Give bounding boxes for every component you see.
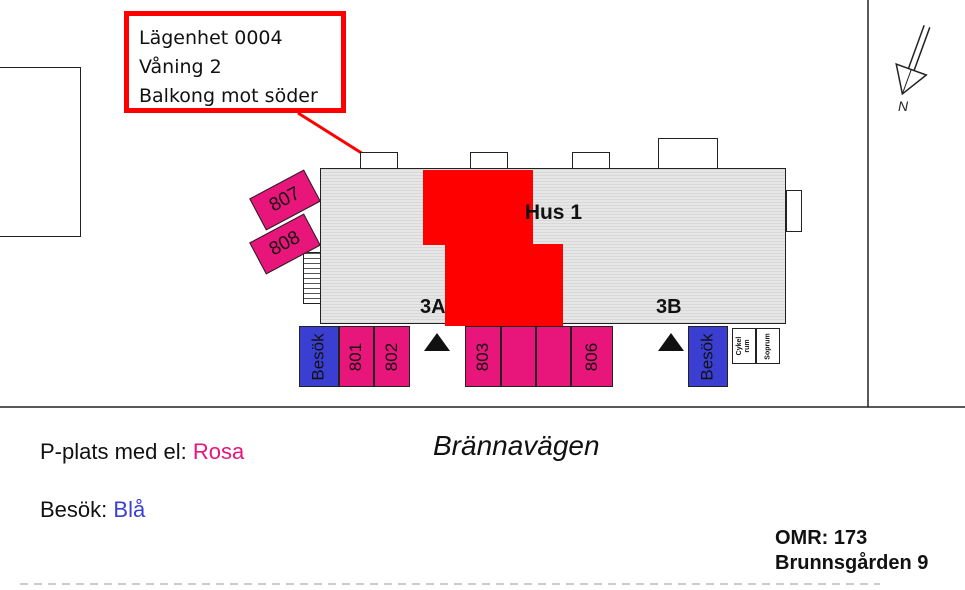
- parking-spot-803[interactable]: 803: [465, 326, 501, 387]
- property-name: Brunnsgården 9: [775, 552, 929, 574]
- neighbor-building: [0, 67, 81, 237]
- parking-spot-801[interactable]: 801: [339, 326, 374, 387]
- roof-structure: [658, 138, 718, 171]
- building-label: Hus 1: [524, 201, 582, 224]
- area-number: OMR: 173: [775, 527, 868, 549]
- north-label: N: [898, 98, 909, 114]
- entrance-marker-3a: [424, 333, 450, 351]
- parking-spot-806[interactable]: 806: [571, 326, 613, 387]
- balcony-east: [786, 190, 802, 232]
- shed-soprum: Soprum: [756, 328, 780, 364]
- callout-line-floor: Våning 2: [139, 56, 222, 78]
- apartment-callout: Lägenhet 0004 Våning 2 Balkong mot söder: [124, 11, 346, 113]
- legend-el-label: P-plats med el:: [40, 439, 187, 464]
- legend-visit: Besök: Blå: [40, 497, 145, 523]
- legend-visit-label: Besök:: [40, 497, 108, 522]
- entrance-label-3a: 3A: [420, 296, 446, 318]
- parking-spot-805[interactable]: [536, 326, 571, 387]
- highlighted-apartment[interactable]: [423, 170, 563, 326]
- legend-visit-value: Blå: [113, 497, 146, 522]
- shed-cykelrum: Cykel rum: [732, 328, 756, 364]
- parking-spot-besok-west[interactable]: Besök: [299, 326, 339, 387]
- callout-line-balcony: Balkong mot söder: [139, 85, 318, 107]
- legend-el: P-plats med el: Rosa: [40, 439, 244, 465]
- parking-spot-besok-east[interactable]: Besök: [688, 326, 728, 387]
- parking-spot-804[interactable]: [501, 326, 536, 387]
- entrance-marker-3b: [658, 333, 684, 351]
- north-arrow-icon: [895, 25, 931, 96]
- entrance-label-3b: 3B: [656, 296, 682, 318]
- road-name: Brännavägen: [433, 430, 600, 461]
- legend-el-value: Rosa: [192, 439, 245, 464]
- callout-line-apartment: Lägenhet 0004: [139, 27, 283, 49]
- parking-spot-802[interactable]: 802: [374, 326, 410, 387]
